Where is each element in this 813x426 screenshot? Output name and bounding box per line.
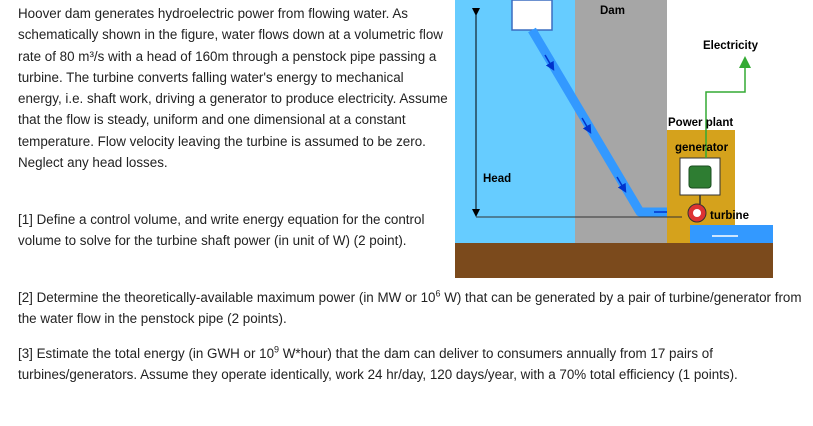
reservoir-water (455, 0, 575, 243)
turbine-label: turbine (710, 210, 749, 222)
question-3-exponent: 9 (274, 344, 280, 355)
turbine-hub (693, 209, 701, 217)
intake-box (511, 0, 553, 31)
question-2: [2] Determine the theoretically-availabl… (18, 287, 808, 330)
question-2-exponent: 6 (435, 288, 441, 299)
question-2-text-end: W) that can be generated by a pair of tu… (18, 290, 802, 327)
tailrace-water (690, 225, 773, 243)
question-3-text-end: W*hour) that the dam can deliver to cons… (18, 346, 738, 383)
electricity-label: Electricity (703, 40, 759, 52)
ground (455, 243, 773, 278)
question-3-text-start: [3] Estimate the total energy (in GWH or… (18, 346, 275, 361)
electricity-line (705, 56, 751, 158)
dam-label: Dam (600, 5, 625, 17)
power-plant-label: Power plant (668, 117, 733, 129)
generator-drum (688, 165, 712, 189)
generator-label: generator (675, 142, 729, 154)
question-2-text-start: [2] Determine the theoretically-availabl… (18, 290, 436, 305)
head-label: Head (483, 173, 511, 185)
flow-arrow (616, 176, 627, 193)
question-1: [1] Define a control volume, and write e… (18, 212, 425, 249)
flow-arrow (581, 117, 592, 134)
problem-intro: Hoover dam generates hydroelectric power… (18, 6, 448, 171)
flow-arrow (544, 54, 555, 71)
question-3: [3] Estimate the total energy (in GWH or… (18, 343, 808, 386)
